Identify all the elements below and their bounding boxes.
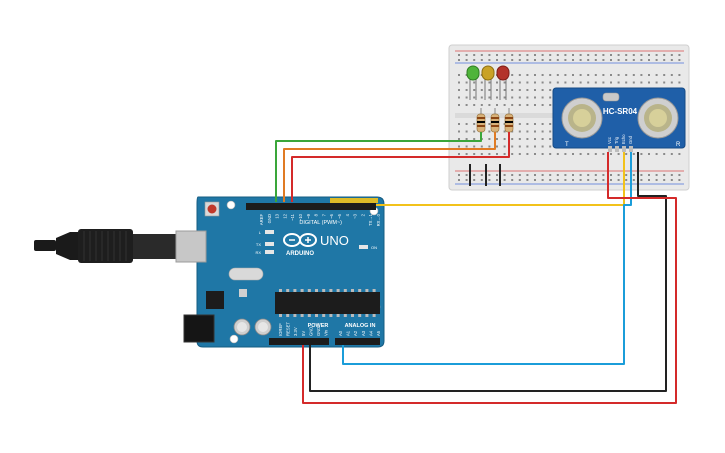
pin-label: RX←0 bbox=[376, 213, 381, 226]
pin-label: 5V bbox=[301, 331, 306, 336]
digital-header bbox=[246, 203, 376, 210]
pin-label: ~11 bbox=[290, 213, 295, 220]
pin-label: 4 bbox=[345, 213, 350, 216]
pin-label: 7 bbox=[321, 213, 326, 216]
pin-label: GND bbox=[267, 214, 272, 223]
pin-label: IOREF bbox=[278, 323, 283, 336]
pin-label: RESET bbox=[286, 322, 291, 336]
atmega-chip bbox=[275, 292, 380, 314]
sensor-model-label: HC-SR04 bbox=[603, 107, 638, 116]
power-label: POWER bbox=[308, 323, 329, 329]
power-header bbox=[269, 338, 329, 345]
pin-label: 2 bbox=[360, 213, 365, 216]
analog-header bbox=[335, 338, 380, 345]
pin-label: TX→1 bbox=[368, 213, 373, 226]
wire-green bbox=[275, 132, 482, 202]
power-jack bbox=[183, 314, 215, 343]
pin-label: 12 bbox=[282, 213, 287, 218]
pin-label: ~6 bbox=[329, 213, 334, 218]
pin-label: A1 bbox=[346, 330, 351, 336]
pin-label: Echo bbox=[621, 134, 626, 144]
pin-label: Trig bbox=[614, 136, 619, 144]
pin-label: GND bbox=[316, 327, 321, 336]
sensor-transmitter bbox=[561, 97, 603, 139]
usb-cable bbox=[34, 229, 207, 263]
pin-label: A4 bbox=[368, 330, 373, 336]
led-yellow bbox=[481, 65, 495, 100]
led-green bbox=[466, 65, 480, 100]
pin-label: ~5 bbox=[337, 213, 342, 218]
pin-label: A5 bbox=[376, 330, 381, 336]
wire-blue bbox=[342, 152, 632, 365]
pin-label: A3 bbox=[361, 330, 366, 336]
usb-chip bbox=[206, 291, 224, 309]
led-l-label: L bbox=[259, 230, 262, 235]
analog-label: ANALOG IN bbox=[345, 323, 376, 329]
pin-label: 13 bbox=[275, 213, 280, 218]
pin-label: A0 bbox=[338, 330, 343, 336]
led-red bbox=[496, 65, 510, 100]
arduino-logo bbox=[283, 233, 317, 247]
pin-label: Vin bbox=[324, 329, 329, 336]
reset-button-cap bbox=[207, 204, 217, 214]
wire-red-power bbox=[302, 152, 677, 404]
on-led-label: ON bbox=[371, 245, 377, 250]
pin-label: 3.3V bbox=[293, 327, 298, 336]
pin-label: AREF bbox=[259, 214, 264, 226]
pin-label: Vcc bbox=[607, 137, 612, 144]
led-tx-label: TX bbox=[256, 242, 261, 247]
pin-label: ~9 bbox=[306, 213, 311, 218]
arduino-label: ARDUINO bbox=[286, 251, 314, 257]
wire-black bbox=[309, 152, 667, 392]
pin-label: ~3 bbox=[353, 213, 358, 218]
wires bbox=[275, 132, 677, 404]
sensor-receiver bbox=[637, 97, 679, 139]
pin-label: Gnd bbox=[628, 135, 633, 144]
digital-label: DIGITAL (PWM~) bbox=[299, 220, 342, 226]
pin-label: A2 bbox=[353, 330, 358, 336]
pin-label: 8 bbox=[314, 213, 319, 216]
pin-label: GND bbox=[308, 327, 313, 336]
wire-orange bbox=[283, 132, 496, 202]
uno-label: UNO bbox=[320, 233, 349, 248]
sensor-r-mark: R bbox=[676, 142, 681, 148]
led-rx-label: RX bbox=[255, 250, 261, 255]
crystal bbox=[228, 267, 264, 281]
wire-red-led bbox=[291, 132, 510, 202]
sensor-t-mark: T bbox=[565, 142, 569, 148]
pin-label: ~10 bbox=[298, 213, 303, 221]
